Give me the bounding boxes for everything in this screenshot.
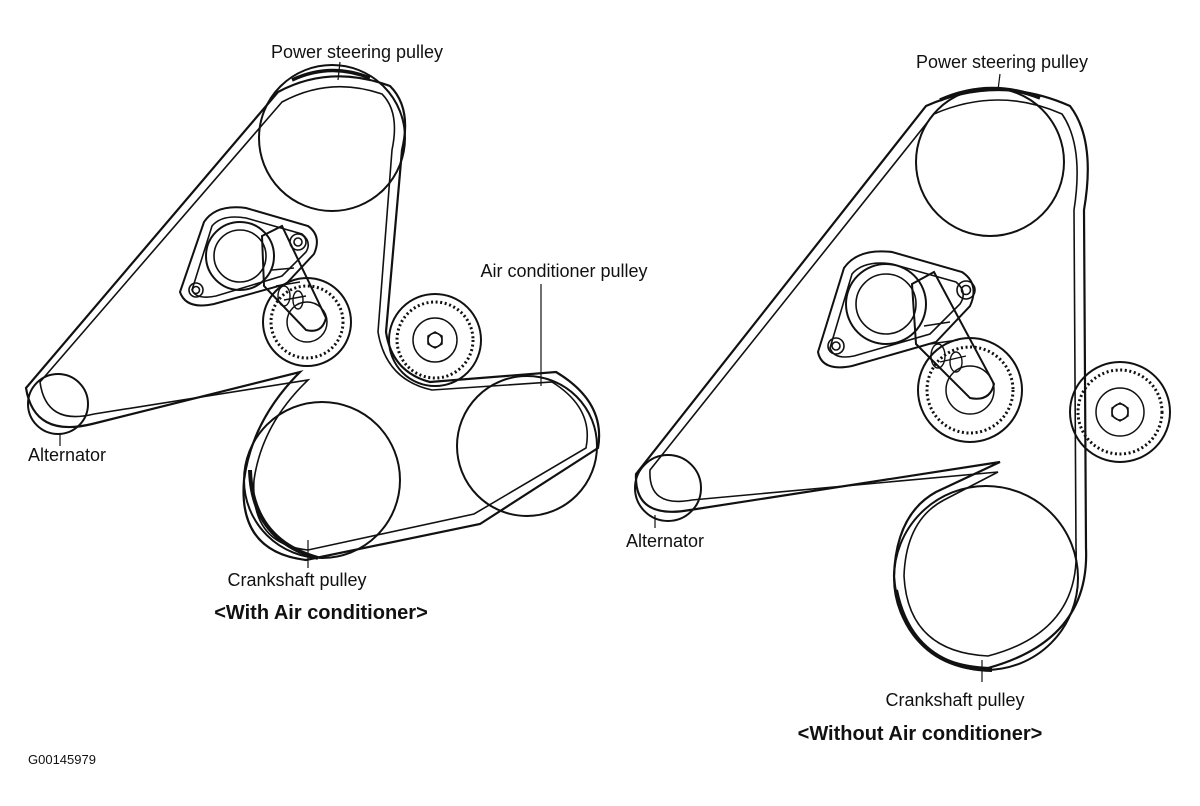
tensioner-pulley-icon [917, 337, 1023, 443]
pulley-contact-arc [894, 589, 993, 672]
drive-belt-outer [634, 88, 1089, 670]
drive-belt-outer [24, 75, 601, 562]
power-steering-pulley [915, 87, 1065, 237]
tensioner-pulley-icon [262, 277, 352, 367]
power-steering-pulley [258, 64, 406, 212]
air-conditioner-pulley [456, 375, 598, 517]
caption-without-ac: <Without Air conditioner> [798, 723, 1043, 745]
alternator-label: Alternator [28, 445, 106, 465]
crankshaft-label: Crankshaft pulley [885, 690, 1024, 710]
pulley-contact-arc [939, 86, 1041, 102]
tensioner-assembly-icon [178, 206, 328, 332]
leader-line [997, 73, 1001, 91]
drive-belt-inner [649, 99, 1078, 657]
alternator-label: Alternator [626, 531, 704, 551]
power-steering-label: Power steering pulley [271, 42, 443, 62]
crankshaft-label: Crankshaft pulley [227, 570, 366, 590]
diagram-with-ac: Power steering pulley Air conditioner pu… [24, 42, 648, 624]
pulley-contact-arc [248, 469, 319, 560]
leader-line [337, 61, 341, 81]
drive-belt-inner [39, 85, 588, 551]
diagram-without-ac: Power steering pulley Alternator Cranksh… [626, 52, 1171, 745]
alternator-pulley [27, 373, 89, 435]
ribbed-idler-pulley-icon [1069, 361, 1171, 463]
caption-with-ac: <With Air conditioner> [214, 602, 428, 624]
alternator-pulley [634, 454, 702, 522]
tensioner-assembly-icon [816, 250, 996, 400]
figure-code: G00145979 [28, 752, 96, 767]
pulley-contact-arc [291, 68, 371, 82]
ribbed-idler-pulley-icon [388, 293, 482, 387]
air-conditioner-label: Air conditioner pulley [480, 261, 647, 281]
power-steering-label: Power steering pulley [916, 52, 1088, 72]
crankshaft-pulley [243, 401, 401, 559]
